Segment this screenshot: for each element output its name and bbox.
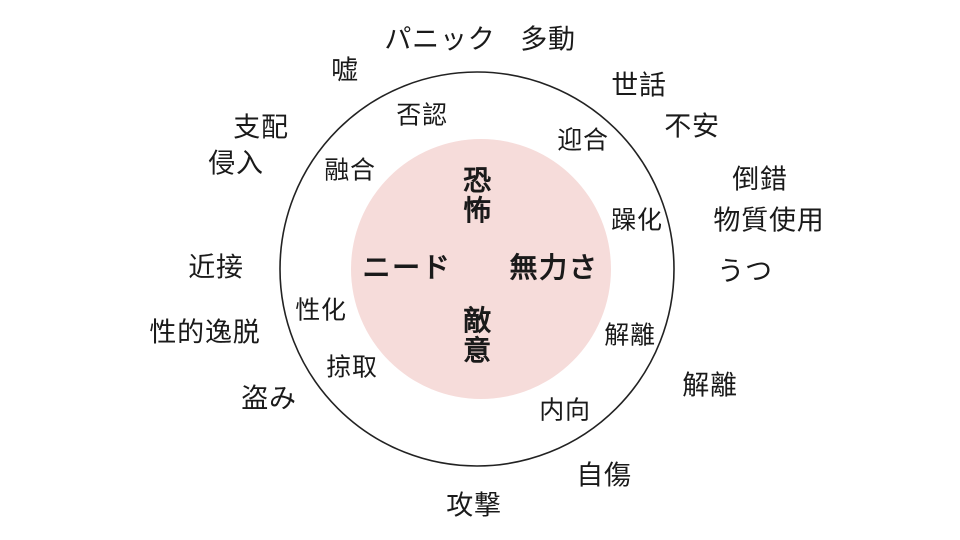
core-label-need: ニード <box>362 251 452 284</box>
core-label-helplessness: 無力さ <box>509 251 599 284</box>
outer-label-anxiety: 不安 <box>664 111 720 143</box>
outer-label-proximity: 近接 <box>188 252 244 284</box>
outer-label-perversion: 倒錯 <box>732 164 788 196</box>
ring-label-compliance: 迎合 <box>557 125 609 155</box>
ring-label-fusion: 融合 <box>324 155 376 185</box>
inner-circle <box>351 139 611 399</box>
ring-label-manic-defense: 躁化 <box>611 205 663 235</box>
outer-label-depression: うつ <box>717 256 773 288</box>
outer-label-caretaking: 世話 <box>611 70 667 102</box>
ring-label-plunder: 掠取 <box>326 352 378 382</box>
outer-label-theft: 盗み <box>241 383 297 415</box>
ring-label-denial: 否認 <box>396 100 448 130</box>
ring-label-introversion: 内向 <box>539 395 591 425</box>
outer-label-aggression: 攻撃 <box>446 490 502 522</box>
ring-label-sexualization: 性化 <box>295 295 347 325</box>
core-label-hostility: 敵 意 <box>463 303 493 367</box>
outer-label-hyperactivity: 多動 <box>520 24 576 56</box>
outer-label-intrusion: 侵入 <box>208 148 264 180</box>
core-label-fear: 恐 怖 <box>463 163 493 227</box>
outer-label-panic: パニック <box>384 24 496 56</box>
ring-label-dissociation-inner: 解離 <box>604 320 656 350</box>
outer-label-domination: 支配 <box>233 112 289 144</box>
outer-label-sexual-deviation: 性的逸脱 <box>149 317 261 349</box>
outer-label-self-harm: 自傷 <box>576 460 632 492</box>
outer-label-lying: 嘘 <box>331 55 359 87</box>
outer-label-substance-use: 物質使用 <box>713 205 825 237</box>
outer-label-dissociation-outer: 解離 <box>682 370 738 402</box>
outer-circle <box>279 71 675 467</box>
